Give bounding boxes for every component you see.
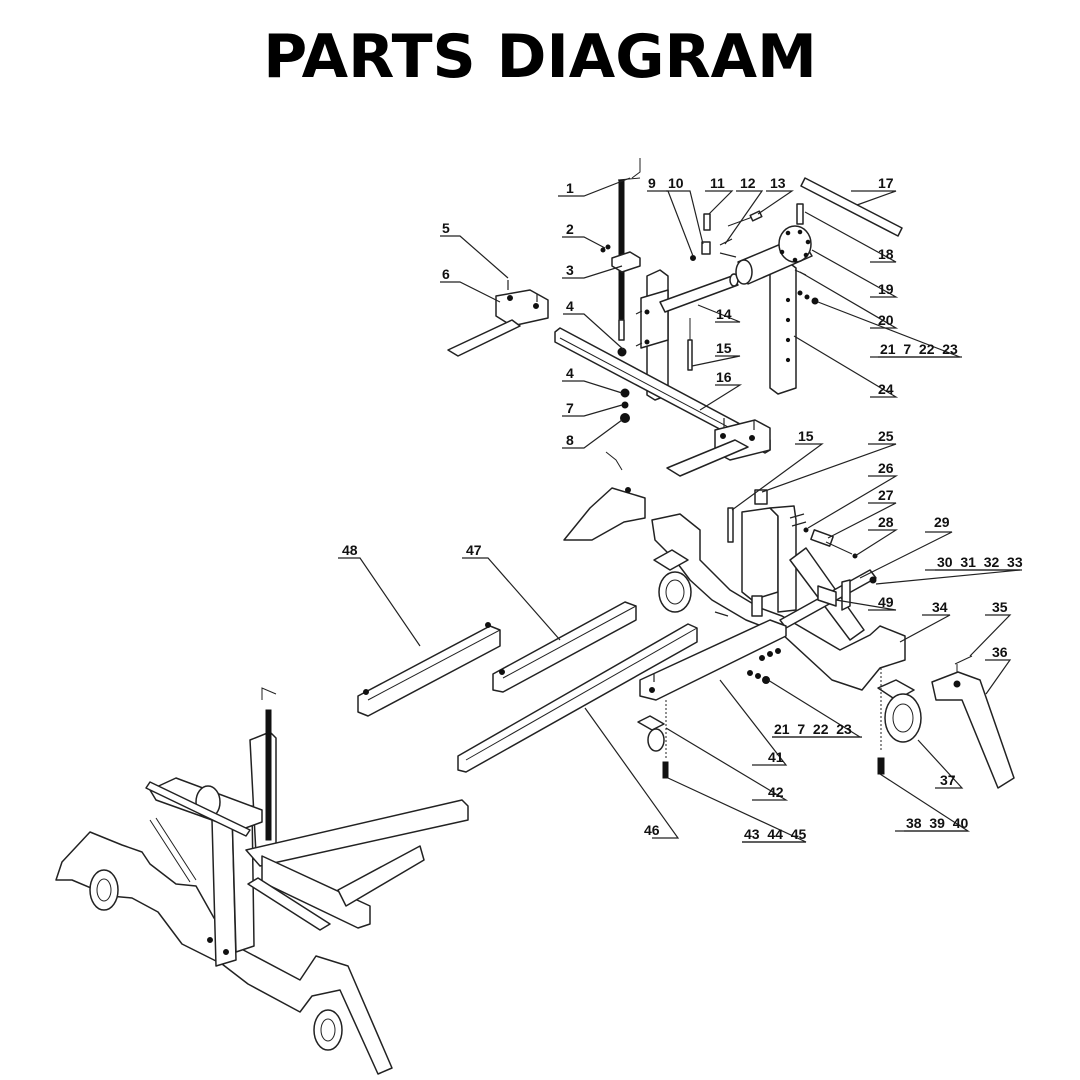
callout-34: 34: [932, 599, 948, 615]
callout-8: 8: [566, 432, 574, 448]
callout-46: 46: [644, 822, 660, 838]
leg-extension: [931, 671, 1015, 789]
page-title: PARTS DIAGRAM: [263, 22, 817, 92]
caster-wheel: [884, 693, 922, 743]
callout-49: 49: [878, 594, 894, 610]
tube-48: [357, 625, 501, 717]
callout-11: 11: [710, 175, 725, 191]
callout-labels: 1 2 3 4 4 5 6 7 8 9 10 11 12 13 14 15 15…: [342, 175, 1023, 842]
callout-37: 37: [940, 772, 956, 788]
callout-15: 15: [798, 428, 814, 444]
callout-26: 26: [878, 460, 894, 476]
callout-27: 27: [878, 487, 894, 503]
callout-48: 48: [342, 542, 358, 558]
callout-35: 35: [992, 599, 1008, 615]
callout-7: 7: [566, 400, 574, 416]
upright-assembly: [447, 158, 903, 477]
callout-15: 15: [716, 340, 732, 356]
callout-14: 14: [716, 306, 732, 322]
callout-17: 17: [878, 175, 894, 191]
assembled-view: [55, 687, 469, 1075]
callout-13: 13: [770, 175, 786, 191]
callout-12: 12: [740, 175, 756, 191]
callout-group-21-7-22-23: 21 7 22 23: [774, 721, 852, 737]
callout-underlines: [742, 356, 1022, 843]
leader-lines: [338, 177, 1021, 843]
rotating-bar: [800, 177, 903, 237]
screw-rod: [618, 179, 625, 321]
tube-47: [492, 601, 637, 693]
callout-group-38-39-40: 38 39 40: [906, 815, 968, 831]
callout-41: 41: [768, 749, 784, 765]
base-assembly: [563, 451, 1015, 789]
loose-tubes: [357, 601, 698, 773]
callout-25: 25: [878, 428, 894, 444]
callout-24: 24: [878, 381, 894, 397]
head-tube: [735, 259, 753, 285]
callout-group-43-44-45: 43 44 45: [744, 826, 806, 842]
callout-18: 18: [878, 246, 894, 262]
callout-4: 4: [566, 365, 574, 381]
callout-47: 47: [466, 542, 482, 558]
callout-36: 36: [992, 644, 1008, 660]
callout-19: 19: [878, 281, 894, 297]
crank-handle: [631, 158, 641, 179]
callout-42: 42: [768, 784, 784, 800]
callout-group-21-7-22-23: 21 7 22 23: [880, 341, 958, 357]
callout-20: 20: [878, 312, 894, 328]
callout-group-30-31-32-33: 30 31 32 33: [937, 554, 1023, 570]
callout-6: 6: [442, 266, 450, 282]
tube-46: [457, 623, 698, 773]
callout-1: 1: [566, 180, 574, 196]
callout-3: 3: [566, 262, 574, 278]
callout-28: 28: [878, 514, 894, 530]
callout-16: 16: [716, 369, 732, 385]
callout-10: 10: [668, 175, 684, 191]
callout-29: 29: [934, 514, 950, 530]
callout-9: 9: [648, 175, 656, 191]
callout-2: 2: [566, 221, 574, 237]
callout-4: 4: [566, 298, 574, 314]
callout-5: 5: [442, 220, 450, 236]
